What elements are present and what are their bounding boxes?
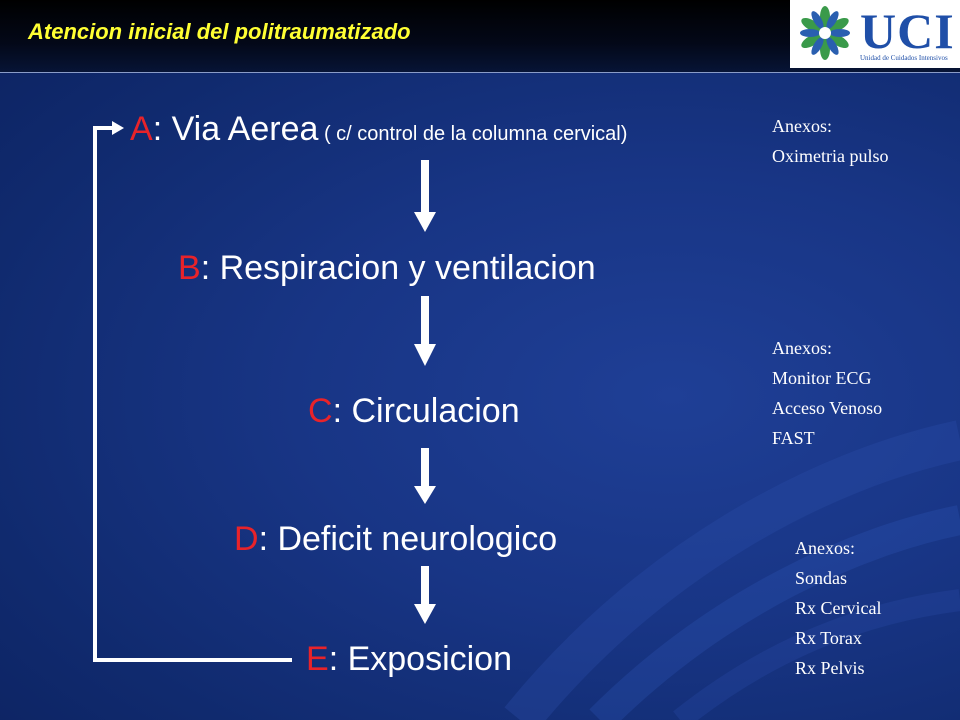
- annex-item: Rx Pelvis: [795, 658, 865, 678]
- step-c-circulation: C: Circulacion: [308, 392, 520, 431]
- step-c-text: : Circulacion: [332, 392, 520, 430]
- uci-logo: UCI Unidad de Cuidados Intensivos: [790, 0, 960, 68]
- annex-label: Anexos:: [795, 538, 855, 558]
- step-d-text: : Deficit neurologico: [258, 520, 558, 558]
- arrow-a-to-b: [414, 160, 436, 232]
- flower-logo-icon: [800, 6, 850, 60]
- annex-circulation: Anexos: Monitor ECG Acceso Venoso FAST: [772, 333, 882, 453]
- arrow-c-to-d: [414, 448, 436, 504]
- step-a-text: : Via Aerea: [152, 110, 319, 148]
- step-d-letter: D: [234, 520, 259, 558]
- logo-wordmark: UCI: [860, 3, 955, 59]
- step-e-exposure: E: Exposicion: [306, 640, 512, 679]
- step-a-airway: A: Via Aerea ( c/ control de la columna …: [130, 110, 627, 149]
- loop-back-arrow: [93, 121, 292, 662]
- step-b-breathing: B: Respiracion y ventilacion: [178, 249, 596, 288]
- step-b-text: : Respiracion y ventilacion: [200, 249, 596, 287]
- slide-title: Atencion inicial del politraumatizado: [28, 19, 411, 44]
- annex-exposure: Anexos: Sondas Rx Cervical Rx Torax Rx P…: [795, 533, 881, 683]
- arrow-b-to-c: [414, 296, 436, 366]
- step-e-letter: E: [306, 640, 329, 678]
- step-e-text: : Exposicion: [328, 640, 513, 678]
- annex-airway: Anexos: Oximetria pulso: [772, 111, 888, 171]
- annex-item: Sondas: [795, 568, 848, 588]
- step-c-letter: C: [308, 392, 333, 430]
- annex-item: Monitor ECG: [772, 368, 872, 388]
- annex-item: Rx Torax: [795, 628, 862, 648]
- step-a-note: ( c/ control de la columna cervical): [318, 123, 628, 145]
- logo-subtitle: Unidad de Cuidados Intensivos: [860, 54, 948, 62]
- annex-item: Acceso Venoso: [772, 398, 883, 418]
- annex-item: FAST: [772, 428, 815, 448]
- annex-item: Oximetria pulso: [772, 146, 889, 166]
- step-d-disability: D: Deficit neurologico: [234, 520, 557, 559]
- annex-label: Anexos:: [772, 338, 832, 358]
- annex-label: Anexos:: [772, 116, 832, 136]
- step-b-letter: B: [178, 249, 201, 287]
- arrow-d-to-e: [414, 566, 436, 624]
- annex-item: Rx Cervical: [795, 598, 882, 618]
- step-a-letter: A: [130, 110, 153, 148]
